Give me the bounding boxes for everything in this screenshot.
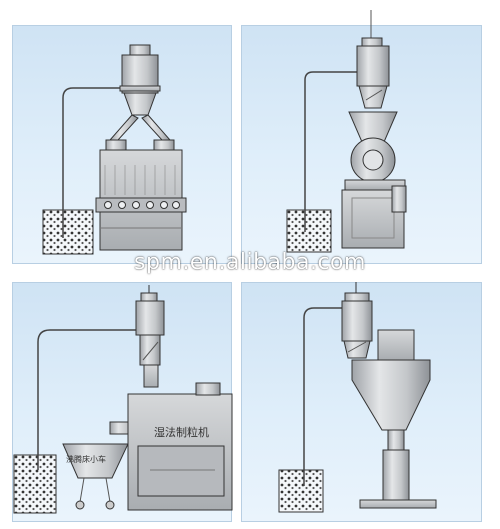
suction-pipe [62, 87, 122, 238]
suction-pipe [303, 307, 343, 486]
material-container [13, 454, 57, 514]
vacuum-loader [356, 45, 390, 87]
vacuum-loader [135, 300, 165, 336]
watermark: spm.en.alibaba.com [134, 250, 366, 275]
tablet-press-diagram [42, 44, 187, 255]
material-container [42, 209, 94, 255]
material-container [278, 469, 324, 513]
loader-cap [129, 44, 151, 56]
granulator-label: 湿法制粒机 [154, 426, 209, 439]
wet-granulator-diagram [13, 285, 233, 514]
suction-pipe [37, 329, 138, 470]
cone-hopper [351, 359, 431, 431]
hopper-diagram [278, 282, 437, 513]
material-container [286, 209, 332, 253]
pulverizer-diagram [286, 10, 407, 253]
base-plate [359, 499, 437, 509]
cart-label: 沸腾床小车 [66, 455, 106, 464]
fluid-bed-cart [62, 443, 129, 479]
support-column [382, 449, 410, 501]
suction-pipe [304, 71, 357, 232]
vacuum-loader [341, 300, 373, 342]
